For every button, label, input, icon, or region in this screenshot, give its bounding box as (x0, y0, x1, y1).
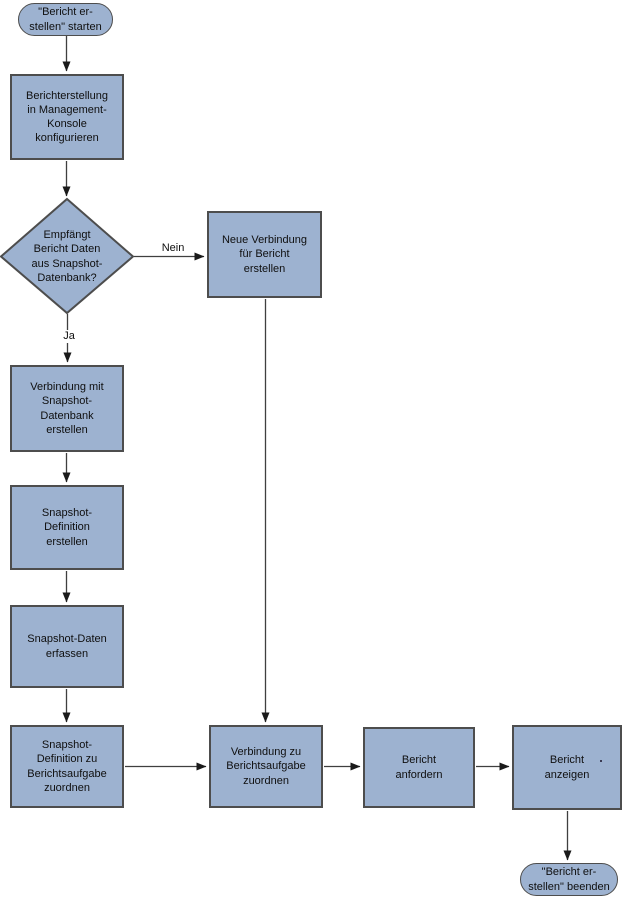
flow-node-assign-connection: Verbindung zu Berichtsaufgabe zuordnen (209, 725, 323, 808)
flow-node-capture-snapshot-data: Snapshot-Daten erfassen (10, 605, 124, 688)
flow-node-show-report: Bericht anzeigen (512, 725, 622, 810)
flow-node-create-snapshot-definition: Snapshot- Definition erstellen (10, 485, 124, 570)
flow-node-start: "Bericht er- stellen" starten (18, 3, 113, 36)
flow-node-request-report: Bericht anfordern (363, 727, 475, 808)
decision-diamond-shape (0, 197, 135, 315)
flow-node-new-connection: Neue Verbindung für Bericht erstellen (207, 211, 322, 298)
flow-node-decision-label: Empfängt Bericht Daten aus Snapshot- Dat… (31, 229, 103, 284)
edge-label-nein: Nein (154, 242, 192, 256)
flow-node-assign-snapshot-definition: Snapshot- Definition zu Berichtsaufgabe … (10, 725, 124, 808)
flow-node-connect-snapshot-db: Verbindung mit Snapshot- Datenbank erste… (10, 365, 124, 452)
flow-node-configure: Berichterstellung in Management- Konsole… (10, 74, 124, 160)
stray-dot (600, 760, 602, 762)
edge-label-ja: Ja (56, 330, 82, 344)
flow-node-end: "Bericht er- stellen" beenden (520, 863, 618, 896)
